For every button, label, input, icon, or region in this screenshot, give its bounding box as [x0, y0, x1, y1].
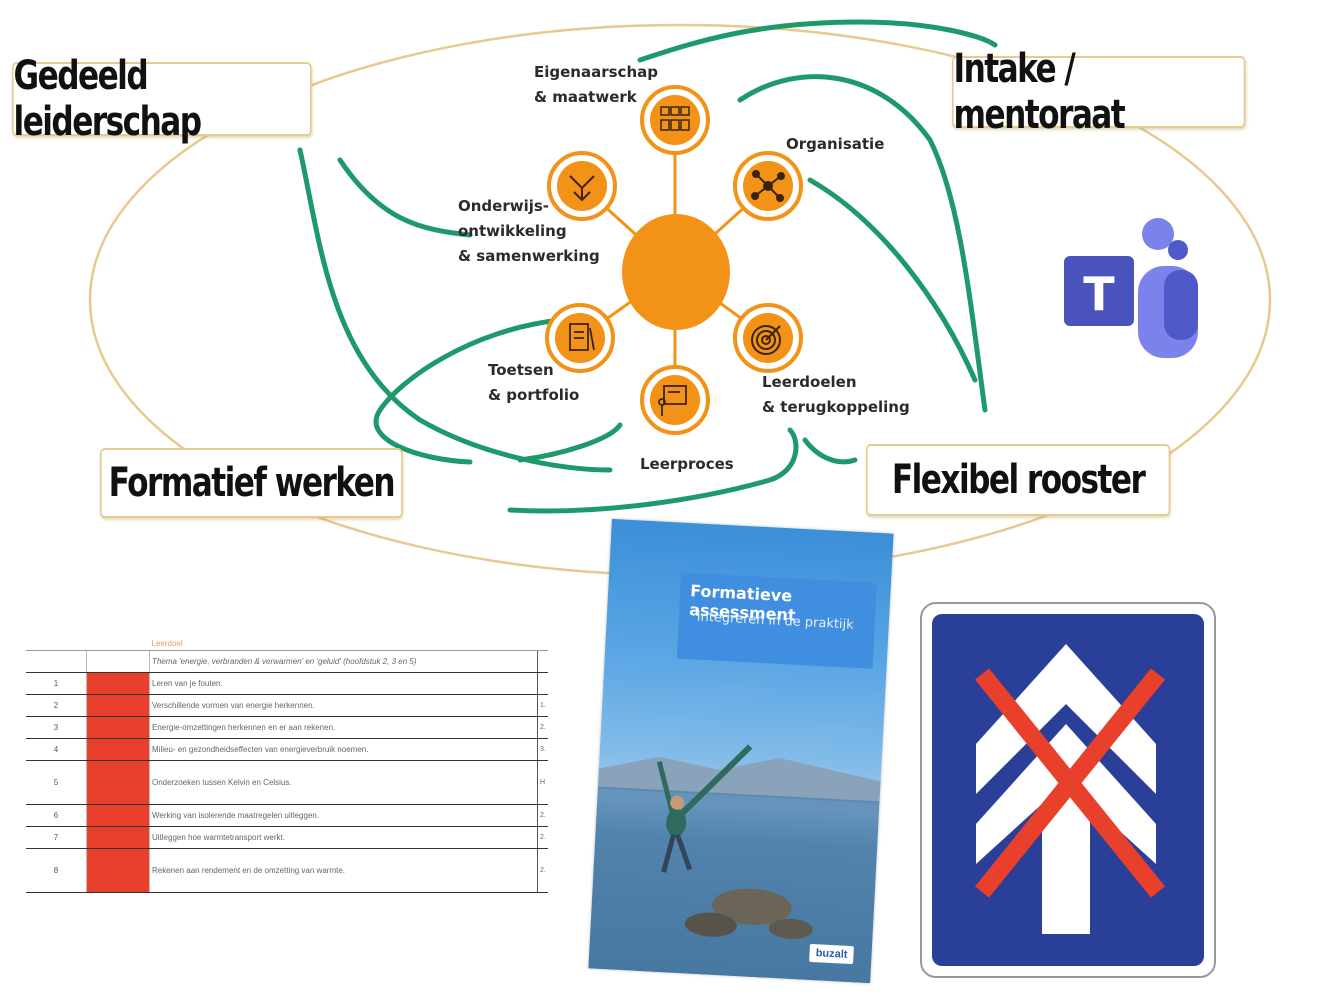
book-photo [588, 744, 881, 984]
spoke-label-eigenaarschap: Eigenaarschap & maatwerk [534, 63, 658, 106]
label-flexibel-rooster: Flexibel rooster [866, 444, 1171, 516]
label-formatief-werken: Formatief werken [100, 448, 403, 518]
table-row: 7 Uitleggen hoe warmtetransport werkt.2. [26, 826, 548, 849]
learning-goals-table: Leerdoel Thema 'energie, verbranden & ve… [26, 636, 548, 893]
road-sign [920, 602, 1216, 978]
curve-bottom [507, 427, 799, 514]
table-row: 8 Rekenen aan rendement en de omzetting … [26, 848, 548, 893]
spoke-onderwijs-icon [547, 151, 617, 221]
spoke-leerdoelen-icon [733, 303, 803, 373]
teams-logo-icon: T [1064, 218, 1198, 358]
spoke-organisatie-icon [733, 151, 803, 221]
table-row: 4 Milieu- en gezondheidseffecten van ene… [26, 738, 548, 761]
spoke-label-onderwijs: Onderwijs- ontwikkeling & samenwerking [458, 197, 600, 265]
spoke-leerproces-icon [640, 365, 710, 435]
hub-diagram [545, 85, 803, 435]
spoke-eigenaarschap-icon [640, 85, 710, 155]
curve-right-inner [807, 177, 978, 383]
table-row: 1 Leren van je fouten. [26, 672, 548, 695]
curve-bottom-right [802, 437, 858, 465]
curve-formatief [373, 317, 563, 465]
label-intake-mentoraat: Intake / mentoraat [952, 46, 1246, 138]
curve-left-inner [337, 157, 473, 238]
curve-left-outer [297, 147, 613, 473]
curve-top [637, 19, 998, 63]
label-gedeeld-leiderschap: Gedeeld leiderschap [12, 53, 312, 145]
book-publisher-logo: buzalt [809, 943, 854, 965]
table-header-cell: Leerdoel [149, 636, 538, 651]
spoke-toetsen-icon [545, 303, 615, 373]
book-title-band: Formatieve assessment integreren in de p… [676, 572, 877, 669]
hub-center [622, 214, 730, 330]
connector-curves [297, 19, 998, 514]
spoke-label-organisatie: Organisatie [786, 135, 885, 153]
curve-bottom-left [517, 422, 623, 463]
book-cover: Formatieve assessment integreren in de p… [588, 518, 894, 984]
table-theme-row: Thema 'energie, verbranden & verwarmen' … [149, 650, 538, 673]
curve-right-outer [737, 74, 988, 413]
table-row: 6 Werking van isolerende maatregelen uit… [26, 804, 548, 827]
crossed-arrow-icon [974, 644, 1166, 934]
spoke-label-leerproces: Leerproces [640, 455, 734, 473]
svg-text:T: T [1083, 267, 1115, 321]
table-row: 5 Onderzoeken tussen Kelvin en Celsius.H [26, 760, 548, 805]
table-row: 2 Verschillende vormen van energie herke… [26, 694, 548, 717]
table-row: 3 Energie-omzettingen herkennen en er aa… [26, 716, 548, 739]
spoke-label-toetsen: Toetsen & portfolio [488, 361, 580, 404]
spoke-label-leerdoelen: Leerdoelen & terugkoppeling [762, 373, 910, 416]
